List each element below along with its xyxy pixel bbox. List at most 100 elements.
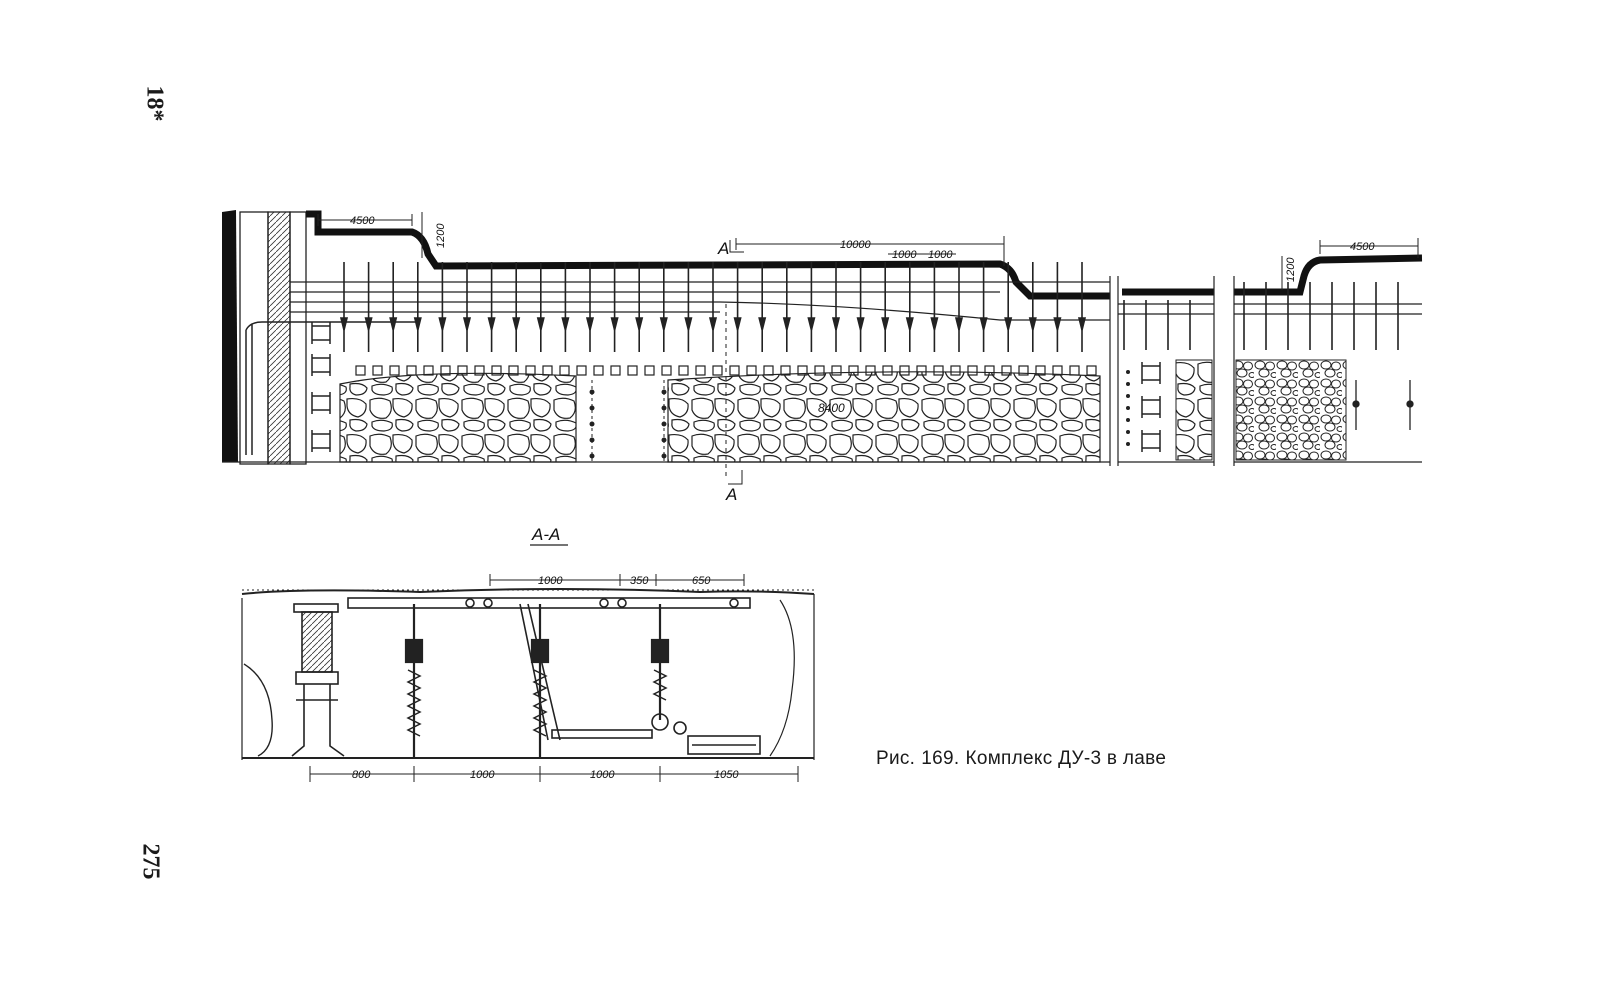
pack-block [1086,365,1097,376]
prop-head [364,317,373,331]
screw-prop [291,603,345,757]
goaf-stones-right [667,371,1101,463]
prop-head [954,317,964,331]
dim-right-drift-width: 4500 [1350,241,1375,253]
pack-block [355,365,366,376]
pack-block [610,365,621,376]
middle-dots [1126,370,1130,446]
prop-head [413,317,422,331]
left-ladders [311,322,331,452]
left-coal-wall [222,210,238,462]
prop-head [635,317,644,331]
pack-block [576,365,587,376]
prop-head [905,317,914,331]
pack-block [729,365,740,376]
section-top-dim-1: 1000 [538,575,563,587]
dim-face-length: 8400 [818,401,845,415]
prop-head [1004,317,1013,331]
section-mark-top: А [717,239,729,258]
left-drift-inner [289,211,307,465]
pack-block [678,365,689,376]
prop-head [708,317,718,331]
caption-prefix: Рис. [876,748,916,769]
roof-outline-left [306,210,1110,300]
plan-dimension-lines [317,212,1419,485]
pack-block [644,365,655,376]
break-lines [1109,276,1235,466]
dim-right-step: 1200 [1285,257,1297,282]
pack-block [389,365,400,376]
section-roof [241,588,815,595]
middle-stones [1175,359,1213,461]
prop-head [561,317,570,331]
section-bottom-dim-3: 1000 [590,769,615,781]
middle-ladders [1141,362,1161,452]
right-stands [1352,380,1414,430]
section-base [551,713,761,755]
section-bottom-dim-4: 1050 [714,769,739,781]
prop-head [930,317,939,331]
prop-head [512,317,521,331]
conveyor-lines [290,281,1422,321]
prop-head [1077,317,1087,331]
pack-block [406,365,417,376]
left-pipe [245,321,420,455]
prop-head [831,317,841,331]
pack-block [661,365,672,376]
prop-head [782,317,791,331]
prop-head [585,317,595,331]
caption-text: Комплекс ДУ-3 в лаве [965,748,1167,769]
caption-number: 169. [921,748,960,769]
pack-block [542,365,553,376]
prop-head [389,317,398,331]
section-title: А-А [531,525,560,544]
prop-head [1028,317,1037,331]
pack-block [746,365,757,376]
pack-block [1069,365,1080,376]
dim-span-total: 10000 [840,239,871,251]
pack-block [559,365,570,376]
right-pebbles [1235,359,1347,461]
pack-block [695,365,706,376]
roof-outline-right [1234,254,1423,296]
prop-head [610,317,619,331]
dim-left-drift-width: 4500 [350,215,375,227]
dim-span-1: 1000 [892,249,917,261]
prop-head [758,317,767,331]
prop-head [807,317,816,331]
pack-block [372,365,383,376]
section-dimension-lines [309,574,799,782]
prop-head [979,317,988,331]
section-mark-bottom: А [725,485,737,504]
goaf-stones-left [339,372,577,463]
pack-block [423,365,434,376]
pack-block [712,365,723,376]
pack-block [593,365,604,376]
section-bottom-dim-2: 1000 [470,769,495,781]
props-row [339,262,1399,352]
canopy-beam [347,597,751,609]
plan-view: 4500 1200 10000 1000 1000 4500 1200 8400… [222,210,1423,504]
figure-caption: Рис.169.Комплекс ДУ-3 в лаве [876,748,1172,770]
gap-markers [589,389,667,459]
pack-block [627,365,638,376]
prop-head [659,317,668,331]
section-bottom-dim-1: 800 [352,769,371,781]
dim-span-2: 1000 [928,249,953,261]
prop-head [684,317,693,331]
prop-head [487,317,496,331]
prop-head [733,317,742,331]
left-drift-strip [239,211,269,465]
left-drift-hatch [267,211,291,465]
pack-block [763,365,774,376]
prop-head [536,317,545,331]
prop-head [339,317,349,331]
section-view: А-А [241,525,815,782]
prop-head [881,317,890,331]
section-top-dim-3: 650 [692,575,711,587]
prop-head [438,317,447,331]
prop-head [462,317,472,331]
prop-head [856,317,865,331]
prop-head [1053,317,1062,331]
